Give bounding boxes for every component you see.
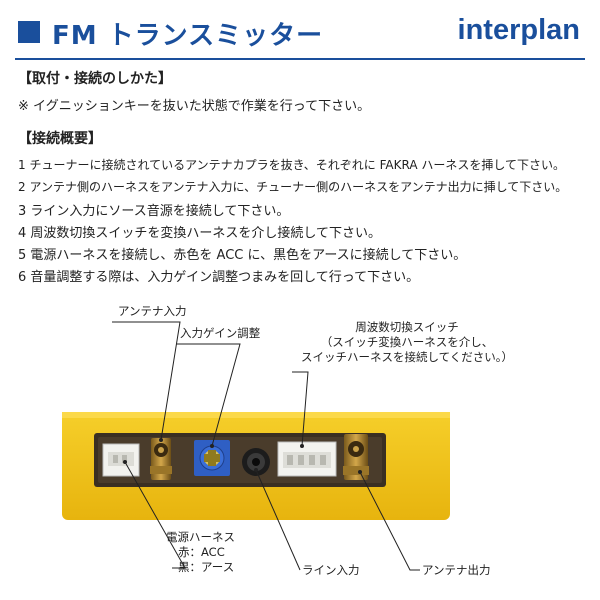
step-6: 6 音量調整する際は、入力ゲイン調整つまみを回して行って下さい。 — [18, 270, 420, 285]
device-top-edge — [62, 412, 450, 418]
leader-freq-switch — [292, 371, 309, 447]
header-divider — [15, 58, 585, 60]
step-3: 3 ライン入力にソース音源を接続して下さい。 — [18, 204, 290, 219]
label-antenna-input: アンテナ入力 — [118, 304, 187, 318]
label-freq-switch: 周波数切換スイッチ （スイッチ変換ハーネスを介し、 スイッチハーネスを接続してく… — [282, 320, 532, 365]
input-gain-knob — [194, 440, 230, 476]
leader-lines — [112, 321, 420, 571]
label-power-black: 黒：アース — [178, 560, 235, 574]
leader-antenna-input — [112, 321, 181, 441]
step-5: 5 電源ハーネスを接続し、赤色を ACC に、黒色をアースに接続して下さい。 — [18, 248, 467, 263]
leader-input-gain — [176, 343, 241, 447]
label-input-gain: 入力ゲイン調整 — [180, 326, 261, 340]
ignition-note: ※ イグニッションキーを抜いた状態で作業を行って下さい。 — [18, 99, 371, 114]
brand-logo: interplan — [457, 14, 580, 46]
switch-connector — [277, 441, 337, 477]
section-heading-overview: 【接続概要】 — [18, 131, 102, 147]
label-power-red: 赤：ACC — [178, 545, 225, 559]
label-freq-switch-note1: （スイッチ変換ハーネスを介し、 — [320, 335, 494, 349]
page-title: FM トランスミッター — [52, 21, 324, 51]
header: FM トランスミッター interplan — [0, 0, 600, 60]
section-heading-installation: 【取付・接続のしかた】 — [18, 71, 172, 87]
label-line-input: ライン入力 — [302, 563, 360, 577]
step-2: 2 アンテナ側のハーネスをアンテナ入力に、チューナー側のハーネスをアンテナ出力に… — [18, 180, 568, 194]
label-freq-switch-note2: スイッチハーネスを接続してください。） — [300, 350, 514, 364]
label-antenna-output: アンテナ出力 — [422, 563, 491, 577]
leader-antenna-output — [359, 471, 420, 571]
power-connector — [102, 443, 140, 477]
step-4: 4 周波数切換スイッチを変換ハーネスを介し接続して下さい。 — [18, 226, 382, 241]
label-freq-switch-title: 周波数切換スイッチ — [355, 320, 459, 334]
antenna-input-connector — [150, 438, 172, 480]
label-power-harness: 電源ハーネス 赤：ACC 黒：アース — [166, 530, 235, 575]
leader-line-input — [255, 469, 301, 571]
line-input-jack — [242, 448, 270, 476]
step-1: 1 チューナーに接続されているアンテナカプラを抜き、それぞれに FAKRA ハー… — [18, 158, 565, 172]
leader-power — [124, 461, 186, 569]
title-square-icon — [18, 21, 40, 43]
antenna-output-connector — [343, 434, 369, 480]
label-power-title: 電源ハーネス — [166, 530, 235, 544]
